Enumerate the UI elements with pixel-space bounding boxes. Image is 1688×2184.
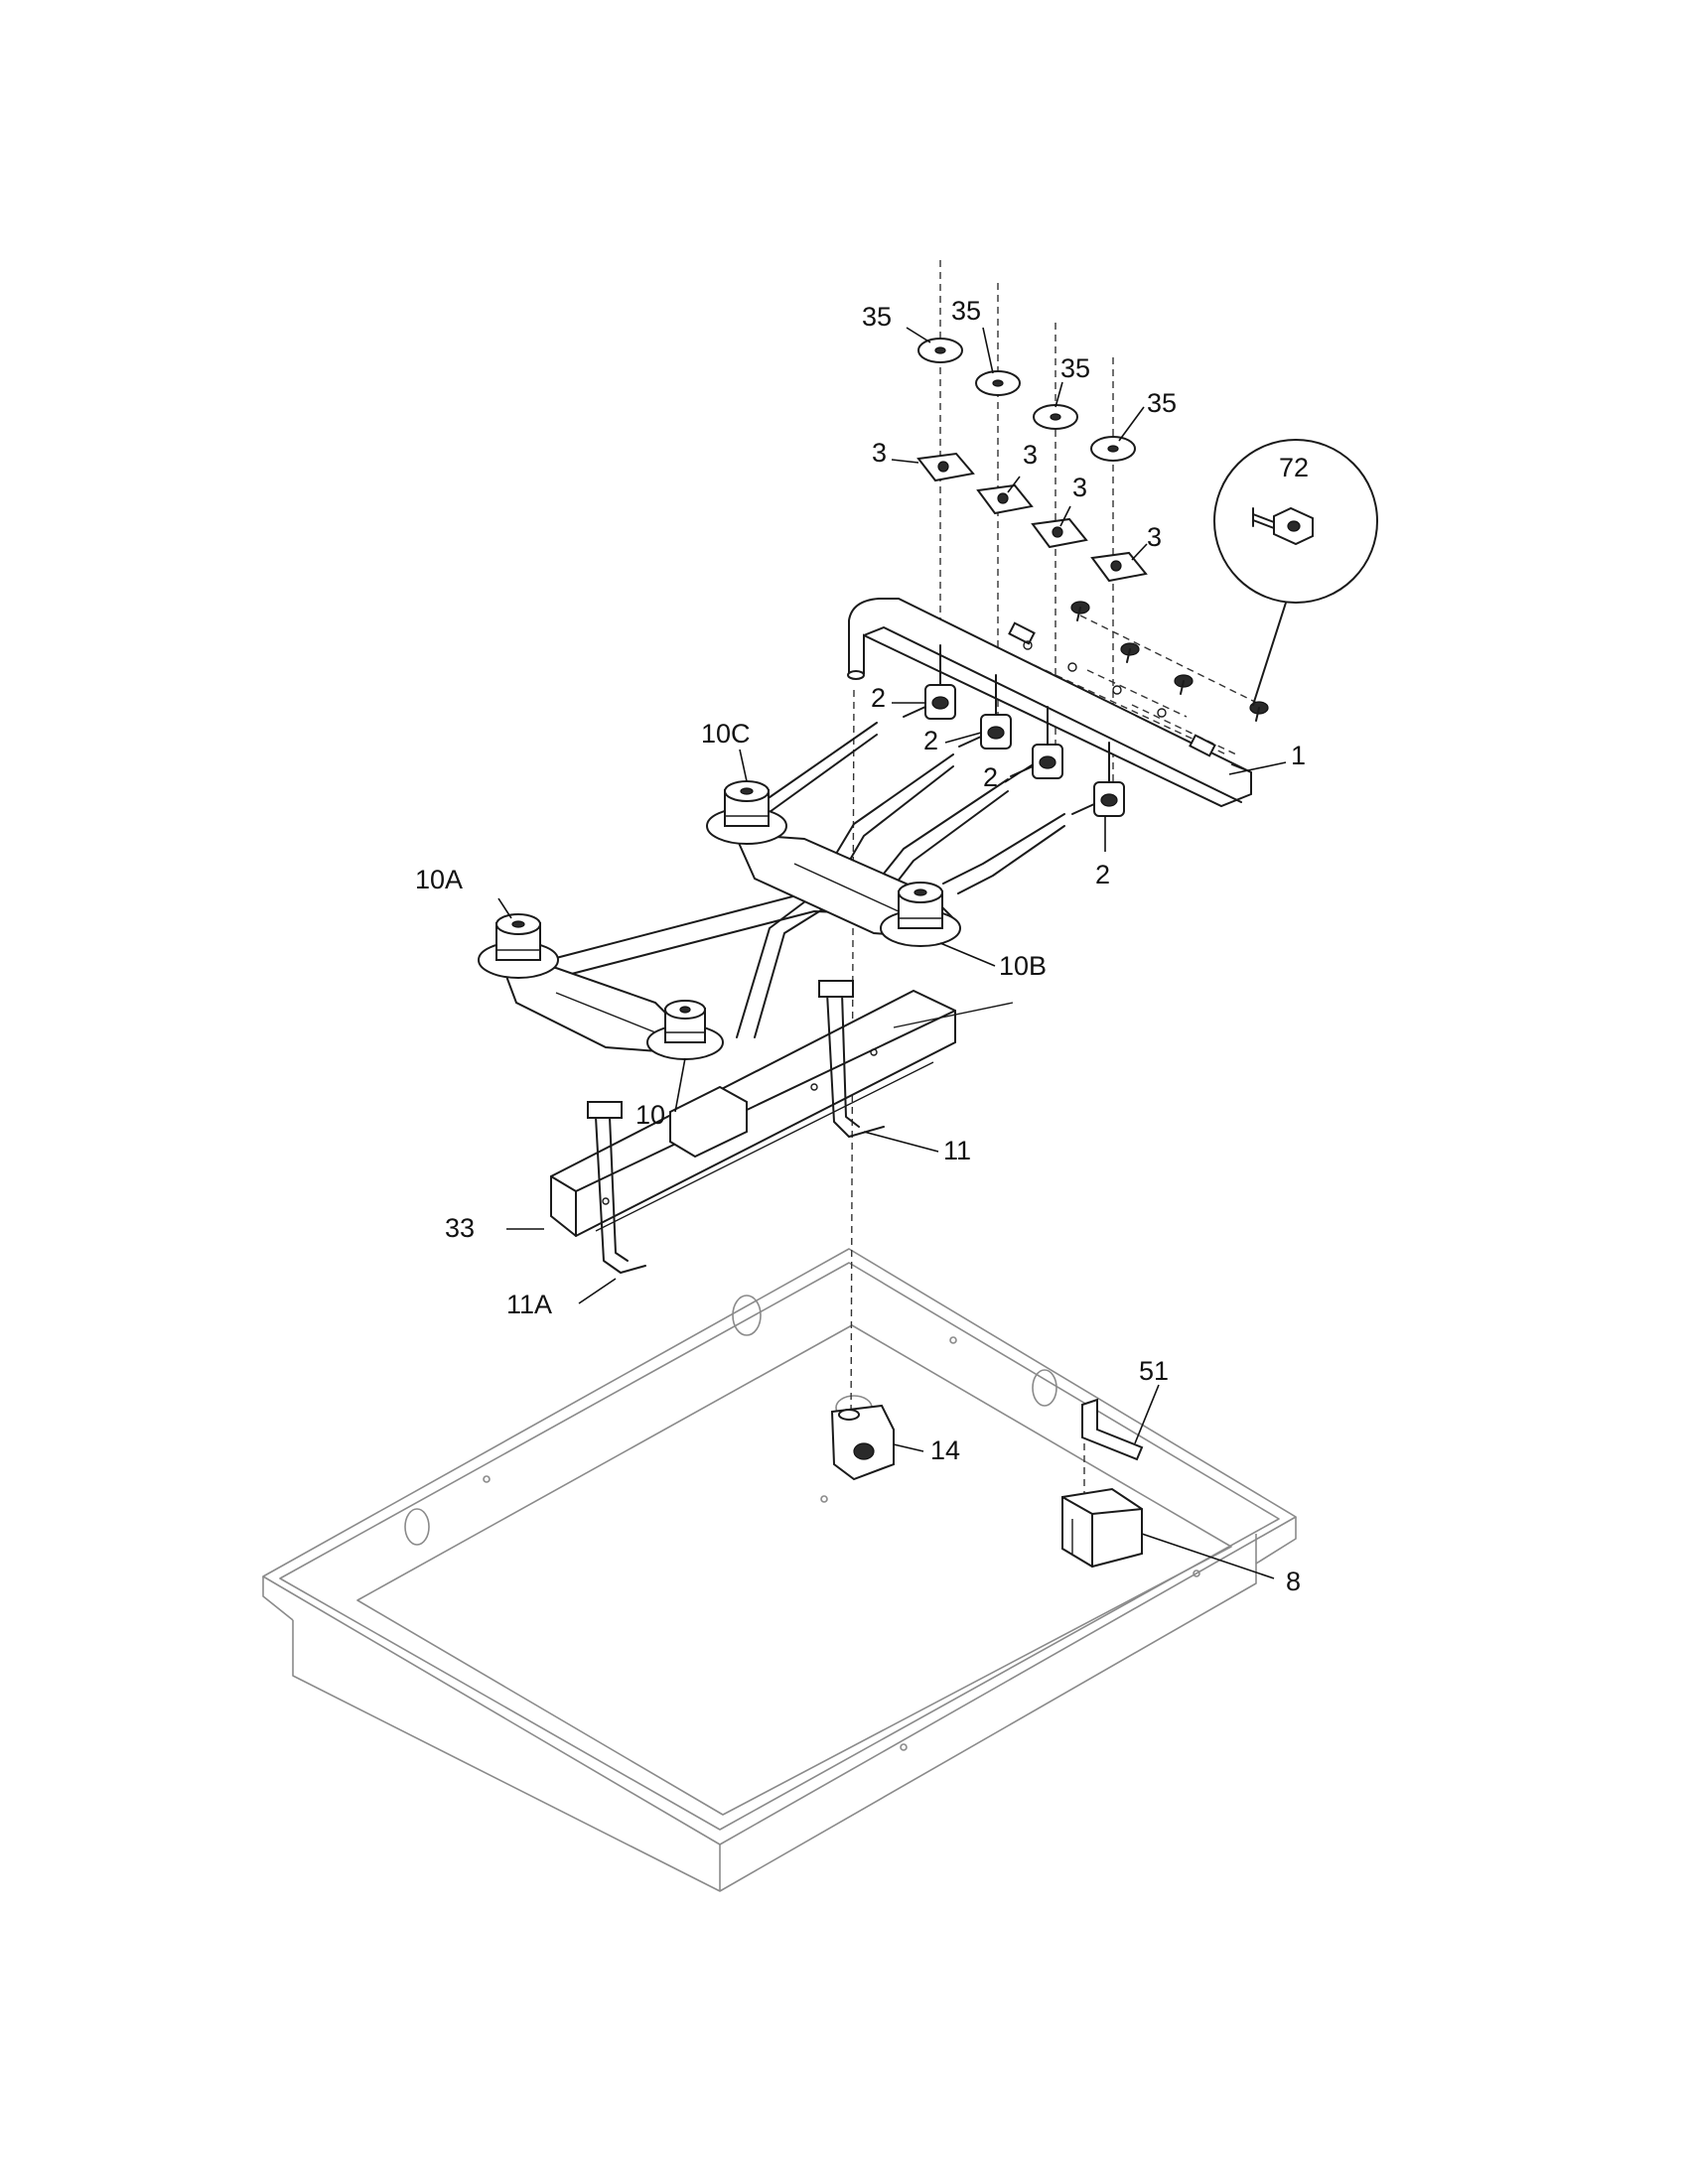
label-washer-c: 35 <box>1060 353 1090 383</box>
bracket-d <box>1090 551 1148 583</box>
label-screw-detail: 72 <box>1279 453 1309 482</box>
label-washer-a: 35 <box>862 302 892 332</box>
pressure-regulator <box>830 1404 895 1481</box>
spark-module <box>1061 1487 1143 1569</box>
label-burner-10: 10 <box>635 1100 665 1130</box>
bracket-a <box>916 452 975 482</box>
label-burner-10b: 10B <box>999 951 1047 981</box>
leader-lines <box>497 327 1287 1579</box>
part-labels: 35 35 35 35 3 3 3 3 72 2 2 2 2 1 10C 10A… <box>415 296 1309 1596</box>
screw-1 <box>1070 601 1090 621</box>
assembly-dash-lines <box>850 260 1262 1497</box>
burner-10a <box>478 913 559 979</box>
label-washer-b: 35 <box>951 296 981 326</box>
label-bracket-51: 51 <box>1139 1356 1169 1386</box>
label-bracket-b: 3 <box>1023 440 1038 470</box>
valve-d <box>1071 742 1125 817</box>
burner-10b <box>880 882 961 947</box>
label-spark-bracket-33: 33 <box>445 1213 475 1243</box>
label-bracket-d: 3 <box>1147 522 1162 552</box>
label-burner-10a: 10A <box>415 865 463 894</box>
manifold-screws <box>1070 601 1269 722</box>
washer-d <box>1090 436 1136 462</box>
label-spark-module-8: 8 <box>1286 1567 1301 1596</box>
washer-b <box>975 370 1021 396</box>
manifold-pipe <box>847 598 1252 808</box>
screw-3 <box>1174 674 1194 695</box>
label-tube-11a: 11A <box>506 1290 552 1319</box>
label-valve-d: 2 <box>1095 860 1110 889</box>
label-valve-a: 2 <box>871 683 886 713</box>
bracket-c <box>1031 517 1088 549</box>
valve-b <box>958 674 1012 750</box>
screw-2 <box>1120 642 1140 663</box>
label-bracket-c: 3 <box>1072 473 1087 502</box>
label-valve-c: 2 <box>983 762 998 792</box>
spark-module-bracket <box>550 989 1014 1238</box>
screw-detail-callout <box>1213 439 1378 706</box>
bracket-b <box>976 483 1034 515</box>
label-valve-b: 2 <box>923 726 938 755</box>
valves <box>903 644 1125 817</box>
washer-a <box>917 338 963 363</box>
label-regulator-14: 14 <box>930 1435 960 1465</box>
ignition-tube-11a <box>587 1101 646 1274</box>
washers <box>917 338 1136 462</box>
label-tube-11: 11 <box>943 1136 971 1165</box>
washer-c <box>1033 404 1078 430</box>
burner-10c <box>706 780 787 845</box>
bracket-51 <box>1081 1398 1144 1461</box>
label-washer-d: 35 <box>1147 388 1177 418</box>
screw-4 <box>1249 701 1269 722</box>
label-manifold: 1 <box>1291 741 1306 770</box>
label-burner-10c: 10C <box>701 719 751 749</box>
valve-brackets <box>916 452 1148 583</box>
valve-a <box>903 644 956 720</box>
cooktop-base-pan <box>262 1248 1297 1892</box>
label-bracket-a: 3 <box>872 438 887 468</box>
